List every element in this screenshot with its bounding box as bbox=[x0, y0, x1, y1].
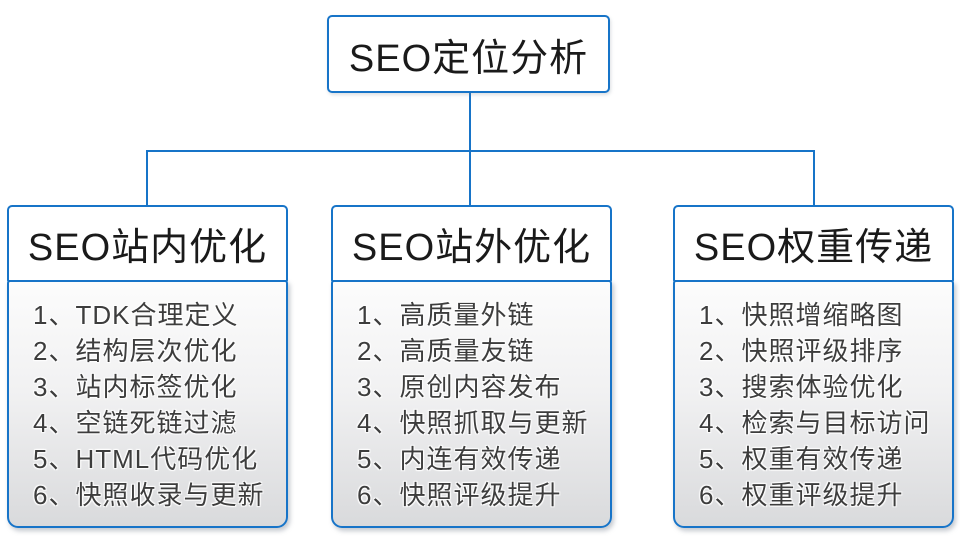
branch-title: SEO权重传递 bbox=[693, 227, 934, 269]
list-item: 5、权重有效传递 bbox=[699, 444, 904, 474]
connector-drop-middle bbox=[469, 150, 471, 207]
list-item: 3、站内标签优化 bbox=[33, 372, 238, 402]
list-item: 5、内连有效传递 bbox=[357, 444, 562, 474]
connector-drop-left bbox=[146, 150, 148, 207]
list-item: 4、检索与目标访问 bbox=[699, 408, 931, 438]
branch-title: SEO站外优化 bbox=[351, 227, 592, 269]
branch-offsite-optimization: SEO站外优化 1、高质量外链 2、高质量友链 3、原创内容发布 4、快照抓取与… bbox=[331, 205, 612, 528]
branch-header-weight: SEO权重传递 bbox=[673, 205, 954, 282]
list-item: 2、快照评级排序 bbox=[699, 336, 904, 366]
list-item: 2、结构层次优化 bbox=[33, 336, 238, 366]
list-item: 4、空链死链过滤 bbox=[33, 408, 238, 438]
branch-onsite-optimization: SEO站内优化 1、TDK合理定义 2、结构层次优化 3、站内标签优化 4、空链… bbox=[7, 205, 288, 528]
connector-drop-right bbox=[813, 150, 815, 207]
list-item: 6、权重评级提升 bbox=[699, 480, 904, 510]
root-node-seo-positioning: SEO定位分析 bbox=[327, 15, 610, 93]
list-item: 1、TDK合理定义 bbox=[33, 300, 239, 330]
branch-list-weight: 1、快照增缩略图 2、快照评级排序 3、搜索体验优化 4、检索与目标访问 5、权… bbox=[673, 280, 954, 528]
branch-weight-transfer: SEO权重传递 1、快照增缩略图 2、快照评级排序 3、搜索体验优化 4、检索与… bbox=[673, 205, 954, 528]
list-item: 4、快照抓取与更新 bbox=[357, 408, 589, 438]
branch-header-onsite: SEO站内优化 bbox=[7, 205, 288, 282]
connector-root-stem bbox=[469, 93, 471, 151]
list-item: 3、原创内容发布 bbox=[357, 372, 562, 402]
list-item: 6、快照收录与更新 bbox=[33, 480, 265, 510]
list-item: 1、快照增缩略图 bbox=[699, 300, 904, 330]
branch-header-offsite: SEO站外优化 bbox=[331, 205, 612, 282]
list-item: 6、快照评级提升 bbox=[357, 480, 562, 510]
list-item: 2、高质量友链 bbox=[357, 336, 535, 366]
list-item: 1、高质量外链 bbox=[357, 300, 535, 330]
list-item: 5、HTML代码优化 bbox=[33, 444, 259, 474]
connector-horizontal bbox=[146, 150, 815, 152]
branch-list-offsite: 1、高质量外链 2、高质量友链 3、原创内容发布 4、快照抓取与更新 5、内连有… bbox=[331, 280, 612, 528]
branch-list-onsite: 1、TDK合理定义 2、结构层次优化 3、站内标签优化 4、空链死链过滤 5、H… bbox=[7, 280, 288, 528]
root-node-label: SEO定位分析 bbox=[348, 37, 589, 80]
branch-title: SEO站内优化 bbox=[27, 227, 268, 269]
list-item: 3、搜索体验优化 bbox=[699, 372, 904, 402]
